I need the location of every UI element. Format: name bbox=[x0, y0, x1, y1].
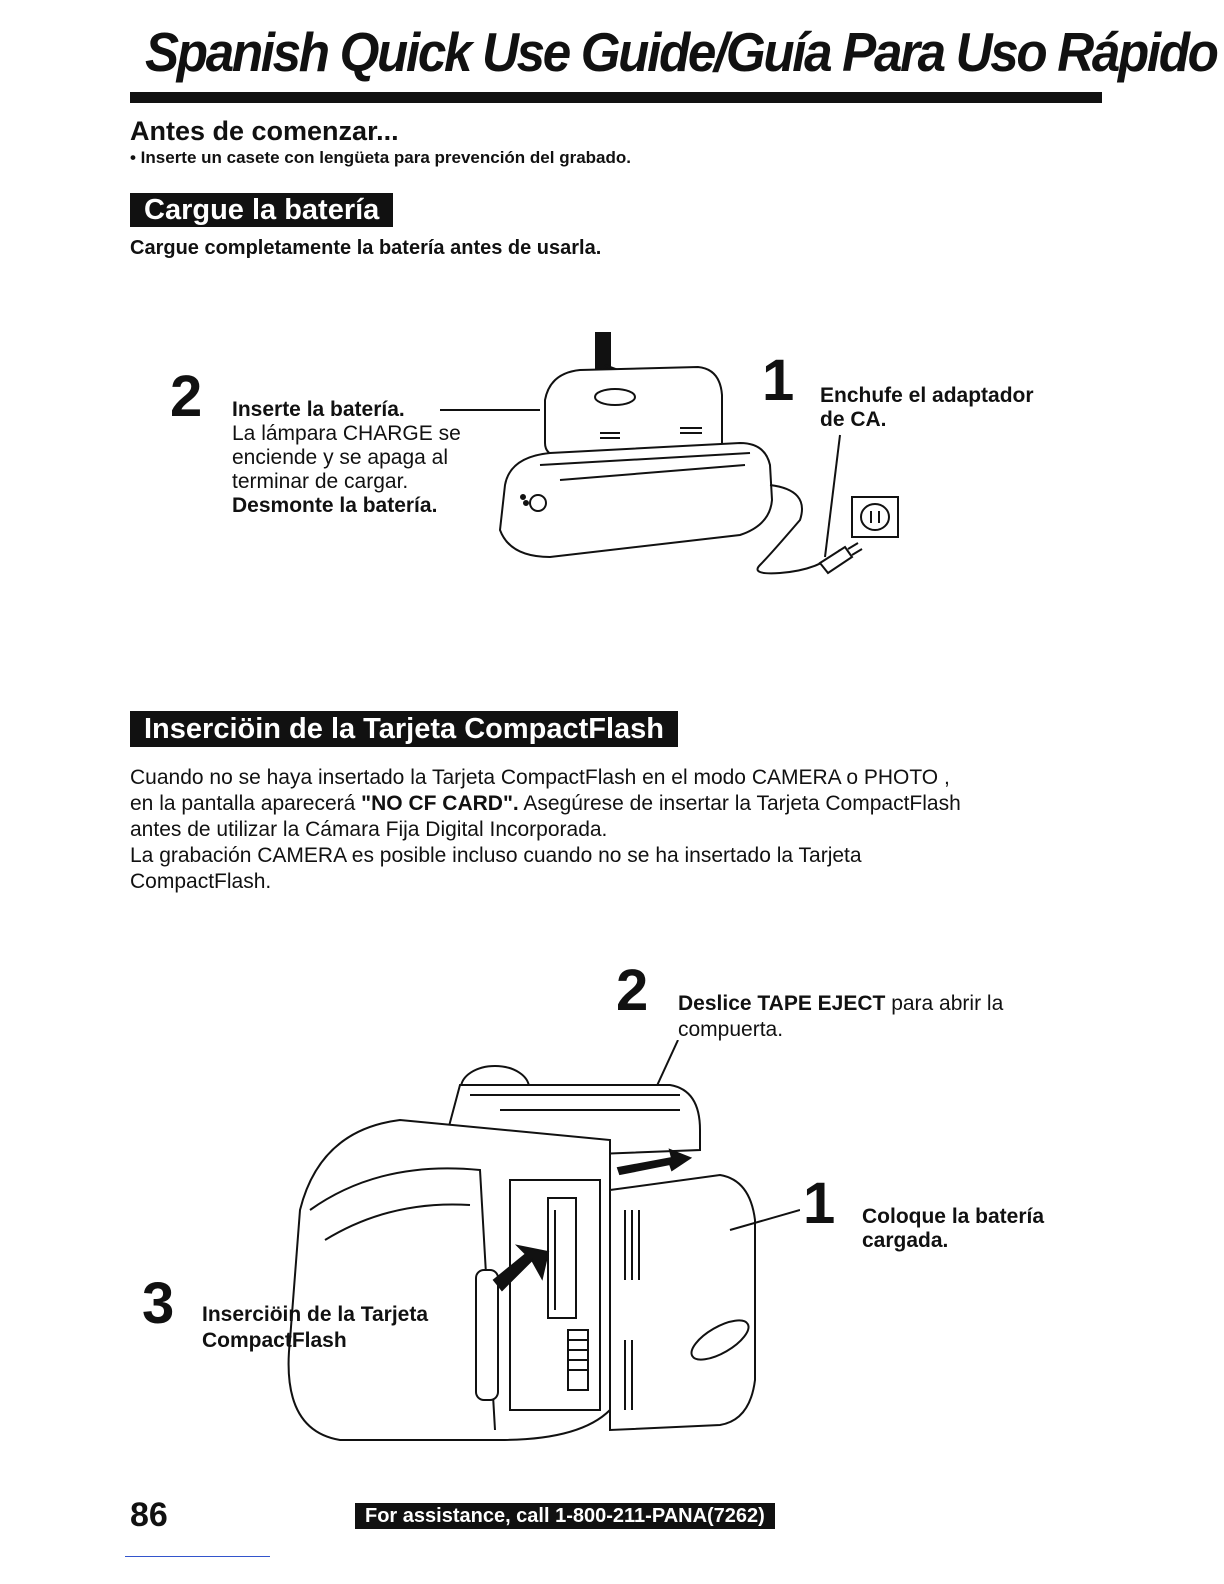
cf-step2-line1: Deslice TAPE EJECT para abrir la bbox=[678, 991, 1003, 1017]
assistance-bar: For assistance, call 1-800-211-PANA(7262… bbox=[355, 1503, 775, 1529]
cf-paragraph: Cuando no se haya insertado la Tarjeta C… bbox=[130, 765, 961, 895]
cf-para2-line1: La grabación CAMERA es posible incluso c… bbox=[130, 844, 862, 867]
title-rule bbox=[130, 92, 1102, 103]
cf-step2-bold: Deslice TAPE EJECT bbox=[678, 992, 886, 1015]
battery-step2-text: Inserte la batería. La lámpara CHARGE se… bbox=[232, 398, 461, 518]
battery-step2-number: 2 bbox=[170, 364, 203, 429]
battery-charger-illustration bbox=[440, 332, 899, 575]
cf-step1-line2: cargada. bbox=[862, 1229, 949, 1252]
cf-para1-line2: en la pantalla aparecerá "NO CF CARD". A… bbox=[130, 791, 961, 817]
cf-para2-line2: CompactFlash. bbox=[130, 870, 272, 893]
camcorder-illustration bbox=[287, 1040, 800, 1441]
cf-step2-number: 2 bbox=[616, 958, 649, 1023]
battery-step2-line1: La lámpara CHARGE se bbox=[232, 422, 461, 445]
cf-step2-line2: compuerta. bbox=[678, 1018, 784, 1041]
cf-step1-number: 1 bbox=[803, 1171, 836, 1236]
cf-para1-line2-c: Asegúrese de insertar la Tarjeta Compact… bbox=[518, 792, 961, 815]
before-bullet: • Inserte un casete con lengüeta para pr… bbox=[130, 148, 631, 167]
battery-step2-line2: enciende y se apaga al bbox=[232, 446, 448, 469]
cf-step2-rest: para abrir la bbox=[885, 992, 1004, 1015]
cf-step1-text: Coloque la batería cargada. bbox=[862, 1205, 1044, 1253]
cf-step3-line1: Inserciöin de la Tarjeta bbox=[202, 1303, 429, 1326]
cf-step2-text: Deslice TAPE EJECT para abrir la compuer… bbox=[678, 991, 1003, 1043]
cf-section-bar: Inserciöin de la Tarjeta CompactFlash bbox=[130, 711, 679, 747]
battery-intro: Cargue completamente la batería antes de… bbox=[130, 237, 602, 259]
battery-step1-text: Enchufe el adaptador de CA. bbox=[820, 384, 1034, 432]
cf-step3-number: 3 bbox=[142, 1271, 175, 1336]
cf-step3-text: Inserciöin de la Tarjeta CompactFlash bbox=[202, 1302, 428, 1354]
footer-line bbox=[125, 1556, 270, 1557]
cf-para1-line3: antes de utilizar la Cámara Fija Digital… bbox=[130, 818, 608, 841]
cf-step1-line1: Coloque la batería bbox=[862, 1205, 1045, 1228]
cf-para1-line2-b: "NO CF CARD". bbox=[361, 792, 519, 815]
cf-para1-line2-a: en la pantalla aparecerá bbox=[130, 792, 362, 815]
battery-step2-line4: Desmonte la batería. bbox=[232, 494, 438, 517]
cf-para1-line1: Cuando no se haya insertado la Tarjeta C… bbox=[130, 766, 950, 789]
battery-step1-line2: de CA. bbox=[820, 408, 887, 431]
battery-section-bar: Cargue la batería bbox=[130, 193, 394, 227]
cf-step3-line2: CompactFlash bbox=[202, 1329, 347, 1352]
battery-step2-title: Inserte la batería. bbox=[232, 398, 405, 421]
before-heading: Antes de comenzar... bbox=[130, 116, 399, 146]
page-number: 86 bbox=[130, 1496, 168, 1534]
battery-step2-line3: terminar de cargar. bbox=[232, 470, 409, 493]
page-title: Spanish Quick Use Guide/Guía Para Uso Rá… bbox=[145, 21, 1219, 83]
battery-step1-number: 1 bbox=[762, 348, 795, 413]
battery-step1-line1: Enchufe el adaptador bbox=[820, 384, 1034, 407]
